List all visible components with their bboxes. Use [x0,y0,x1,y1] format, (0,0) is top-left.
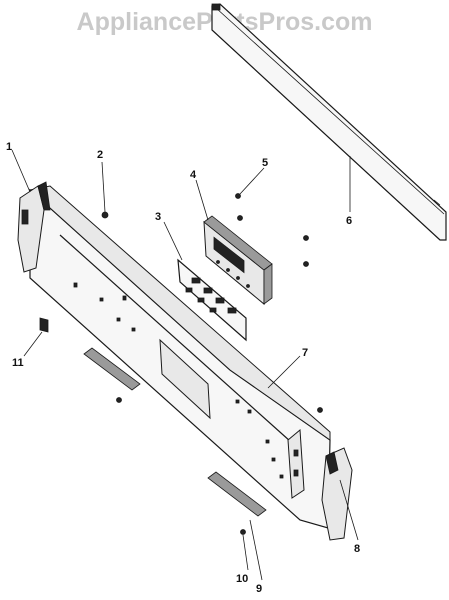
leader-10 [242,534,249,571]
screw [240,529,246,535]
part-3-keypad-overlay[interactable] [177,258,247,342]
part-6-rear-trim-strip[interactable] [211,3,447,241]
overlay-key [191,277,201,284]
part-5-screws[interactable] [235,193,309,267]
trim-strip-notch [433,199,441,206]
display-window-cutout [159,338,211,420]
part-11-clip[interactable] [39,317,49,333]
leader-8 [339,479,359,541]
trim-strip-lower-edge [211,29,441,241]
screw [303,235,309,241]
panel-hole [99,297,104,302]
callout-3: 3 [155,211,161,223]
part-4-electronic-control[interactable] [203,215,273,306]
overlay-key [209,307,217,313]
part-2-screw[interactable] [101,211,109,219]
leader-lines [11,149,359,581]
control-board-side [263,263,273,305]
panel-hole [116,317,121,322]
callout-8: 8 [354,543,360,555]
panel-hole [265,439,270,444]
control-panel-fold-line [59,234,301,451]
screw-head [101,211,109,219]
left-end-cap-hook [37,181,51,211]
overlay-key [227,307,237,314]
overlay-key [185,287,193,293]
trim-strip-end-cap [211,3,221,11]
leader-7 [267,355,301,389]
callout-11: 11 [12,357,24,369]
control-button [226,268,230,272]
callout-7: 7 [302,347,308,359]
bracket-slot [293,469,299,477]
part-10-screws[interactable] [116,397,323,535]
leader-9 [249,519,263,581]
overlay-key [203,287,213,294]
callout-6: 6 [346,215,352,227]
part-9-lower-brackets[interactable] [83,347,267,517]
left-end-cap-slot [21,209,29,225]
callout-10: 10 [236,573,248,585]
callout-5: 5 [262,157,268,169]
panel-hole [235,399,240,404]
clip-body [39,317,49,333]
lower-bracket-right [207,471,267,517]
control-button [246,284,250,288]
part-7-control-panel[interactable] [28,185,331,529]
screw [116,397,122,403]
control-display [213,236,245,274]
panel-hole [247,409,252,414]
trim-strip-face [211,3,447,241]
leader-2 [101,161,106,213]
control-button [236,276,240,280]
callout-4: 4 [190,169,197,181]
control-button [216,260,220,264]
panel-hole [271,457,276,462]
panel-hole [279,474,284,479]
bracket-slot [293,449,299,457]
overlay-key [215,297,225,304]
overlay-key [197,297,205,303]
right-end-cap-hook [325,451,339,475]
screw [317,407,323,413]
callout-9: 9 [256,583,262,595]
leader-1 [11,149,31,193]
leader-3 [163,221,183,261]
leader-11 [23,331,43,357]
part-8-right-end-cap[interactable] [321,447,353,541]
panel-hole [73,282,78,288]
callout-2: 2 [97,149,103,161]
leader-4 [195,179,209,221]
panel-hole [122,295,127,301]
screw [235,193,241,199]
trim-strip-edge [215,7,445,215]
screw [303,261,309,267]
panel-hole [131,327,136,332]
screw [237,215,243,221]
callout-1: 1 [6,141,12,153]
lower-bracket-left [83,347,141,391]
leader-5 [239,167,265,195]
right-mount-bracket [287,428,305,499]
part-1-left-end-cap[interactable] [17,181,51,273]
